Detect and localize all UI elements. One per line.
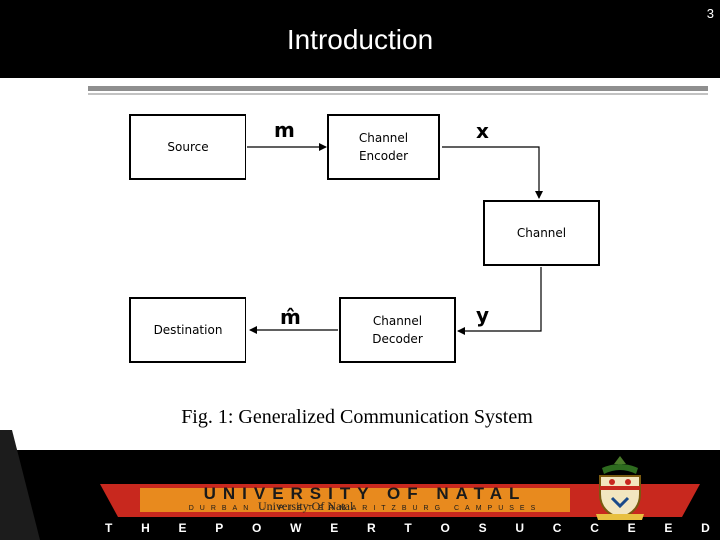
channel-block: Channel bbox=[483, 200, 600, 266]
motto-letter: O bbox=[252, 521, 262, 535]
campuses-text: DURBAN · PIETERMARITZBURG CAMPUSES bbox=[188, 505, 542, 512]
motto-letter: E bbox=[627, 521, 636, 535]
source-block: Source bbox=[129, 114, 246, 180]
motto-letter: W bbox=[290, 521, 302, 535]
university-crest-icon bbox=[596, 456, 644, 520]
title-rule-thick bbox=[88, 86, 708, 91]
symbol-m-hat: m̂ bbox=[280, 305, 301, 329]
motto-letter: D bbox=[701, 521, 710, 535]
motto-letter: E bbox=[664, 521, 673, 535]
symbol-x: x bbox=[476, 119, 489, 143]
symbol-y: y bbox=[476, 303, 490, 327]
motto-letter: O bbox=[440, 521, 450, 535]
arrow-channel-to-decoder bbox=[457, 267, 542, 335]
motto-letter: S bbox=[478, 521, 487, 535]
motto-letter: R bbox=[366, 521, 376, 535]
motto-letter: E bbox=[330, 521, 339, 535]
university-logo-text: UNIVERSITY OF NATAL bbox=[203, 484, 527, 503]
figure-caption: Fig. 1: Generalized Communication System bbox=[181, 406, 533, 428]
channel-decoder-block: Channel Decoder bbox=[339, 297, 456, 363]
motto-letter: U bbox=[515, 521, 525, 535]
title-rule-thin bbox=[88, 93, 708, 95]
motto-letter: P bbox=[215, 521, 224, 535]
motto-letter: T bbox=[105, 521, 113, 535]
motto-letter: T bbox=[404, 521, 412, 535]
arrow-encoder-to-channel bbox=[442, 146, 543, 199]
university-label: University Of Natal bbox=[258, 499, 354, 513]
slide-title: Introduction bbox=[286, 24, 434, 55]
page-number: 3 bbox=[706, 6, 714, 21]
header-bar: 3 Introduction bbox=[0, 0, 720, 78]
footer-orange-band bbox=[140, 488, 570, 512]
channel-encoder-block: Channel Encoder bbox=[327, 114, 440, 180]
motto-letter: H bbox=[141, 521, 150, 535]
motto-letter: C bbox=[552, 521, 562, 535]
motto-letter: C bbox=[590, 521, 599, 535]
symbol-m: m bbox=[274, 118, 295, 142]
motto-letter: E bbox=[178, 521, 187, 535]
destination-block: Destination bbox=[129, 297, 246, 363]
